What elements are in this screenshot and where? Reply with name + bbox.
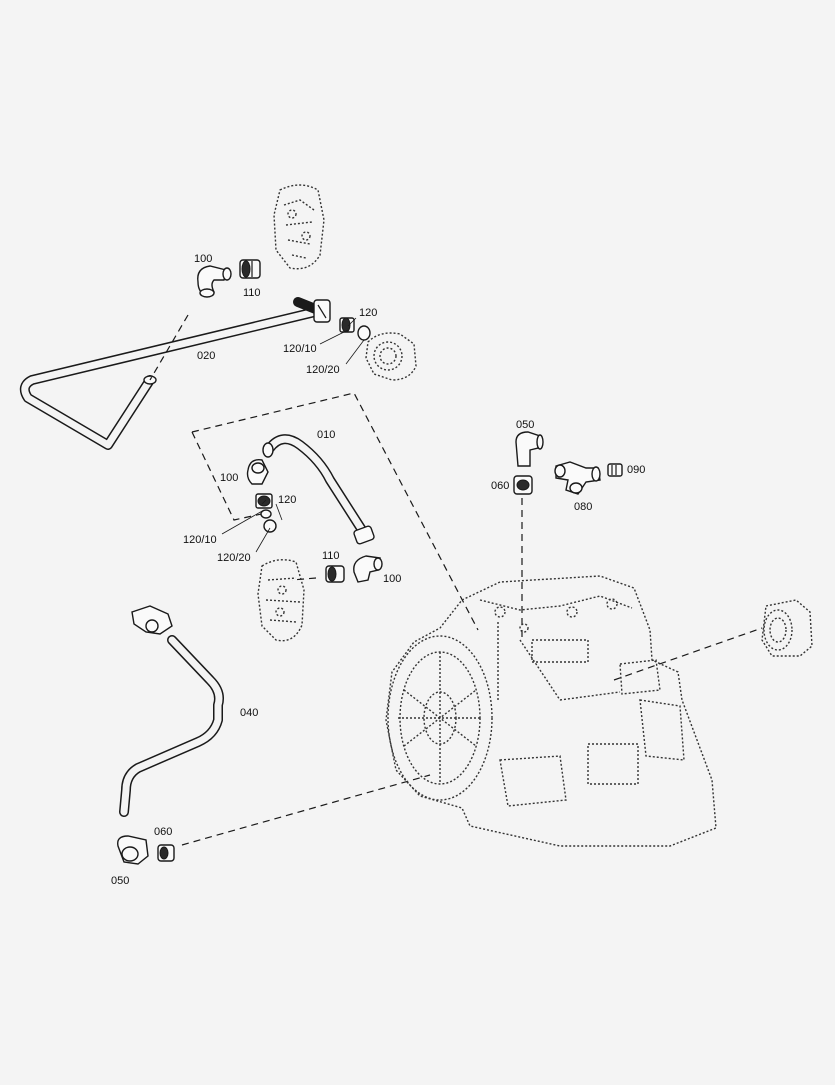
fitting-top-of-pipe-040 <box>131 605 173 635</box>
valve-block-mid <box>257 559 305 642</box>
label-060-bottom: 060 <box>154 826 172 838</box>
label-120-10-top: 120/10 <box>283 343 317 355</box>
label-050-bottom: 050 <box>111 875 129 887</box>
pipe-010-end <box>262 442 274 458</box>
adapter-110-top <box>239 259 261 279</box>
elbow-fitting-100-mid <box>246 459 269 485</box>
label-090: 090 <box>627 464 645 476</box>
pipe-040 <box>119 635 224 817</box>
elbow-fitting-100-top <box>197 265 232 298</box>
fitting-120-top <box>339 317 371 341</box>
part-labels: 100 110 020 120 120/10 120/20 010 100 12… <box>111 253 645 887</box>
label-040: 040 <box>240 707 258 719</box>
elbow-fitting-100-low <box>353 555 383 583</box>
label-080: 080 <box>574 501 592 513</box>
label-010: 010 <box>317 429 335 441</box>
label-100-mid: 100 <box>220 472 238 484</box>
label-120-20-mid: 120/20 <box>217 552 251 564</box>
fitting-120-mid <box>255 493 277 533</box>
adapter-060-bottom <box>157 844 175 862</box>
label-060-top: 060 <box>491 480 509 492</box>
label-050-top: 050 <box>516 419 534 431</box>
pipe-010 <box>262 434 375 545</box>
side-flange-right <box>761 599 813 657</box>
plug-090 <box>607 463 623 477</box>
assembly-dashed-lines <box>149 314 763 846</box>
pipe-020 <box>19 297 331 450</box>
housing-bell-ring-outer <box>387 635 493 801</box>
label-120-top: 120 <box>359 307 377 319</box>
tee-fitting-080 <box>554 461 601 495</box>
flange-top-right <box>365 332 417 381</box>
elbow-fitting-050-top <box>515 431 544 467</box>
label-110-top: 110 <box>243 287 261 299</box>
label-020: 020 <box>197 350 215 362</box>
label-120-20-top: 120/20 <box>306 364 340 376</box>
label-110-low: 110 <box>322 550 340 562</box>
elbow-fitting-050-bottom <box>117 835 149 865</box>
transmission-housing <box>385 575 717 847</box>
adapter-060-top <box>513 475 533 495</box>
adapter-110-mid <box>325 565 345 583</box>
valve-block-top <box>273 184 325 270</box>
pipe-010-nut <box>353 525 375 545</box>
housing-valve-plate <box>531 639 589 663</box>
leader-lines <box>221 317 365 553</box>
label-120-mid: 120 <box>278 494 296 506</box>
label-120-10-mid: 120/10 <box>183 534 217 546</box>
label-100-top: 100 <box>194 253 212 265</box>
label-100-low: 100 <box>383 573 401 585</box>
